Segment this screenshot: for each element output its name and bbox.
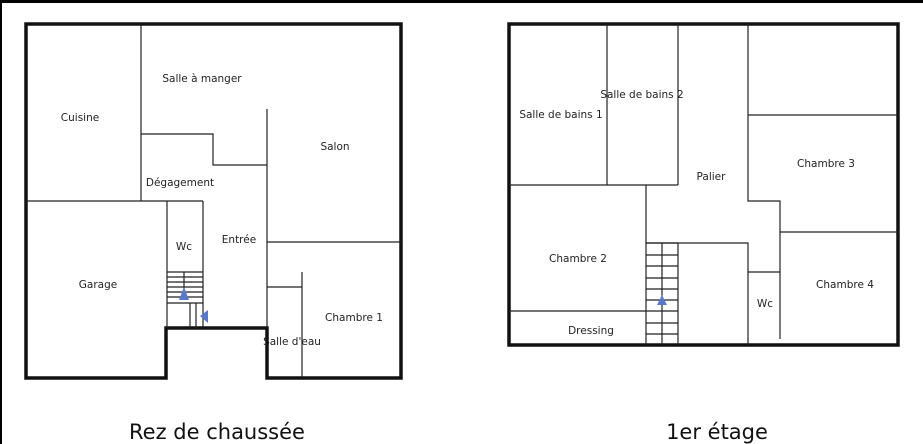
room-label: Chambre 3 bbox=[797, 158, 855, 170]
staircase-ground bbox=[167, 271, 208, 328]
plan-caption: 1er étage bbox=[666, 420, 768, 444]
room-label: Chambre 4 bbox=[816, 279, 874, 291]
plan-ground-floor: Salle à manger Cuisine Salon Dégagement … bbox=[24, 22, 403, 444]
room-label: Wc bbox=[176, 241, 192, 253]
outer-wall-ground bbox=[24, 22, 403, 380]
room-label: Salle à manger bbox=[162, 73, 242, 85]
room-label: Garage bbox=[79, 279, 117, 291]
plan-caption: Rez de chaussée bbox=[129, 420, 305, 444]
walls-salon bbox=[141, 109, 401, 328]
plan-first-floor: Salle de bains 1 Salle de bains 2 Palier… bbox=[507, 22, 900, 444]
room-label: Salle d'eau bbox=[263, 336, 321, 348]
room-label: Dressing bbox=[568, 325, 614, 337]
room-label: Dégagement bbox=[146, 177, 214, 189]
walls-kitchen-garage-wc bbox=[26, 24, 204, 328]
room-label: Salle de bains 2 bbox=[600, 89, 683, 101]
walls-salle-deau bbox=[267, 272, 303, 378]
floor-plan-drawing: Salle à manger Cuisine Salon Dégagement … bbox=[24, 22, 900, 444]
room-label: Entrée bbox=[222, 234, 256, 246]
walls-east bbox=[646, 24, 898, 345]
stair-arrow-left-icon bbox=[200, 310, 208, 323]
walls-west bbox=[509, 24, 679, 345]
outer-wall-first bbox=[507, 22, 900, 347]
room-label: Salon bbox=[320, 141, 349, 153]
room-label: Cuisine bbox=[61, 112, 99, 124]
stair-arrow-up-icon bbox=[657, 295, 667, 305]
room-label: Chambre 2 bbox=[549, 253, 607, 265]
room-label: Salle de bains 1 bbox=[519, 109, 602, 121]
room-label: Wc bbox=[757, 298, 773, 310]
stair-arrow-up-icon bbox=[179, 287, 189, 300]
room-label: Chambre 1 bbox=[325, 312, 383, 324]
staircase-first bbox=[646, 242, 679, 345]
room-label: Palier bbox=[697, 171, 727, 183]
